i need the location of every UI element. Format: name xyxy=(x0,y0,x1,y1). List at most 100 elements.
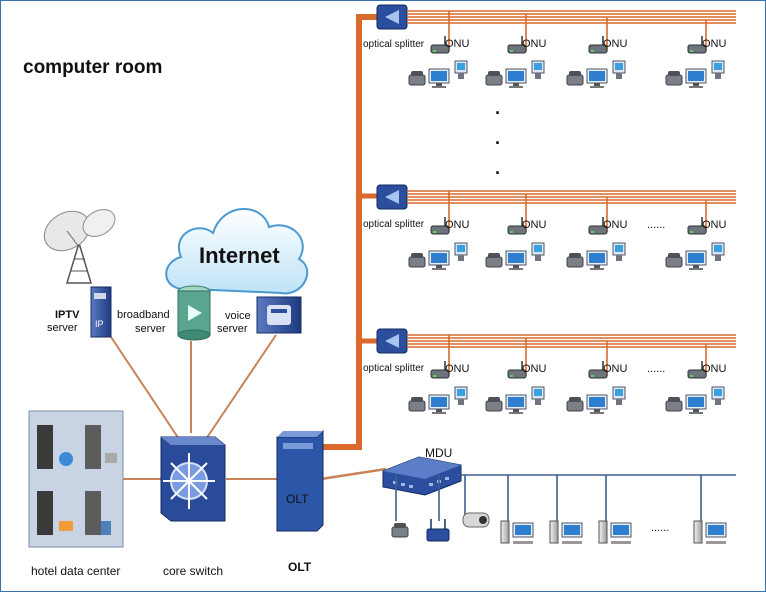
copper-links xyxy=(110,334,387,481)
pc-icon xyxy=(531,386,545,405)
onu-label: ONU xyxy=(603,363,628,375)
splitter-icon xyxy=(376,328,408,354)
data-center-icon xyxy=(28,410,124,548)
vertical-dot-2: · xyxy=(495,133,501,153)
pc-icon xyxy=(711,60,725,79)
monitor-icon xyxy=(428,250,450,270)
phone-icon xyxy=(391,523,409,538)
olt-icon xyxy=(276,429,324,532)
voice-server-icon xyxy=(256,296,302,334)
monitor-icon xyxy=(586,250,608,270)
phone-icon xyxy=(566,253,584,268)
splitter-icon xyxy=(376,184,408,210)
page-title: computer room xyxy=(23,57,162,78)
pc-icon xyxy=(531,242,545,261)
splitter-fanout xyxy=(407,10,736,51)
onu-icon xyxy=(588,36,608,54)
phone-icon xyxy=(485,253,503,268)
ethernet-fanout xyxy=(395,474,736,521)
onu-icon xyxy=(507,361,527,379)
olt-label: OLT xyxy=(288,560,312,574)
monitor-icon xyxy=(685,68,707,88)
data-center-label: hotel data center xyxy=(31,564,120,578)
tower-pc-icon xyxy=(598,520,632,544)
core-switch-icon xyxy=(160,436,226,522)
onu-icon xyxy=(687,36,707,54)
pc-icon xyxy=(612,60,626,79)
mdu-label: MDU xyxy=(425,446,452,460)
onu-label: ONU xyxy=(445,38,470,50)
router-icon xyxy=(426,519,450,542)
onu-label: ONU xyxy=(603,38,628,50)
onu-label: ONU xyxy=(702,363,727,375)
monitor-icon xyxy=(505,250,527,270)
onu-ellipsis: ...... xyxy=(647,219,665,231)
onu-icon xyxy=(430,361,450,379)
monitor-icon xyxy=(428,68,450,88)
pc-icon xyxy=(454,386,468,405)
phone-icon xyxy=(665,397,683,412)
splitter-fanout xyxy=(407,334,736,376)
onu-icon xyxy=(687,217,707,235)
phone-icon xyxy=(566,71,584,86)
splitter-label: optical splitter xyxy=(363,363,425,374)
monitor-icon xyxy=(505,68,527,88)
onu-label: ONU xyxy=(522,38,547,50)
splitter-label: optical splitter xyxy=(363,219,425,230)
pc-icon xyxy=(711,386,725,405)
splitter-icon xyxy=(376,4,408,30)
onu-icon xyxy=(430,217,450,235)
mdu-icon xyxy=(382,456,462,496)
link-olt-mdu xyxy=(320,467,387,481)
onu-icon xyxy=(507,36,527,54)
pc-icon xyxy=(454,60,468,79)
vertical-dot-3: · xyxy=(495,163,501,183)
fiber-trunk xyxy=(321,14,377,450)
onu-label: ONU xyxy=(702,38,727,50)
monitor-icon xyxy=(685,250,707,270)
onu-icon xyxy=(687,361,707,379)
onu-label: ONU xyxy=(522,219,547,231)
pc-icon xyxy=(612,242,626,261)
phone-icon xyxy=(408,71,426,86)
iptv-server-label-2: server xyxy=(47,322,78,334)
phone-icon xyxy=(665,71,683,86)
tower-pc-icon xyxy=(500,520,534,544)
onu-label: ONU xyxy=(522,363,547,375)
pc-icon xyxy=(612,386,626,405)
core-switch-label: core switch xyxy=(163,564,223,578)
broadband-server-icon xyxy=(177,285,211,341)
splitter-fanout xyxy=(407,190,736,232)
tower-pc-icon xyxy=(693,520,727,544)
onu-label: ONU xyxy=(445,363,470,375)
voice-server-label-2: server xyxy=(217,323,248,335)
onu-icon xyxy=(507,217,527,235)
fiber-trunk-main xyxy=(321,14,377,450)
tower-pc-icon xyxy=(549,520,583,544)
phone-icon xyxy=(665,253,683,268)
link-iptv-core xyxy=(110,336,180,440)
internet-label: Internet xyxy=(199,243,280,268)
iptv-server-icon: IP xyxy=(90,286,112,338)
pc-ellipsis: ...... xyxy=(651,522,669,534)
broadband-server-label-2: server xyxy=(135,323,166,335)
monitor-icon xyxy=(505,394,527,414)
cloud-icon xyxy=(165,208,309,295)
monitor-icon xyxy=(586,394,608,414)
phone-icon xyxy=(408,253,426,268)
phone-icon xyxy=(485,397,503,412)
monitor-icon xyxy=(685,394,707,414)
olt-box-label: OLT xyxy=(286,492,309,506)
onu-icon xyxy=(588,217,608,235)
onu-label: ONU xyxy=(702,219,727,231)
onu-ellipsis: ...... xyxy=(647,363,665,375)
monitor-icon xyxy=(428,394,450,414)
phone-icon xyxy=(566,397,584,412)
satellite-dish-icon xyxy=(43,209,116,284)
onu-label: ONU xyxy=(603,219,628,231)
onu-icon xyxy=(588,361,608,379)
broadband-server-label: broadband xyxy=(117,309,170,321)
phone-icon xyxy=(408,397,426,412)
